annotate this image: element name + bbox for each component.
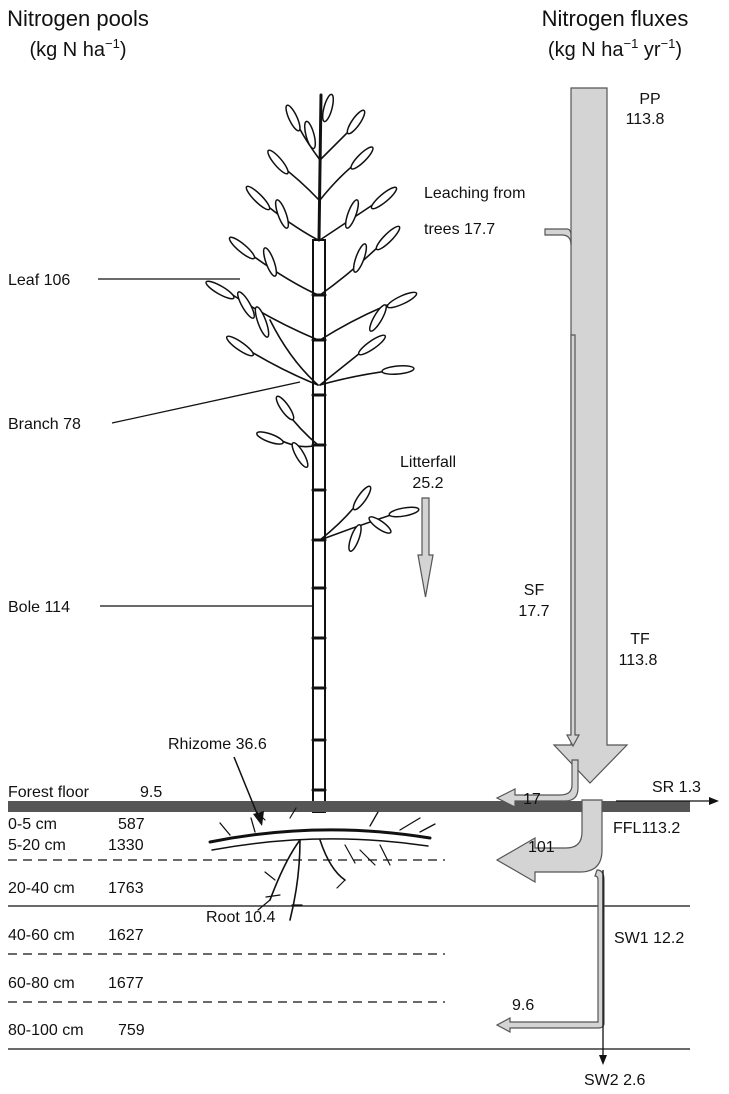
pp-label: PP (639, 91, 660, 108)
fluxes-title: Nitrogen fluxes (542, 6, 689, 31)
surface-runoff-arrowhead (709, 797, 719, 805)
precipitation-throughfall-arrow (552, 87, 629, 784)
bamboo-culm (311, 93, 327, 813)
tf-label: TF (630, 631, 650, 648)
bole-pool-label: Bole 114 (8, 599, 70, 616)
flux-arrows (417, 87, 719, 1065)
soil-layer-lines (8, 801, 690, 1050)
depth-80-100: 80-100 cm (8, 1022, 84, 1039)
depth-0-5: 0-5 cm (8, 816, 57, 833)
sw2-label: SW2 2.6 (584, 1072, 645, 1089)
depth-60-80: 60-80 cm (8, 975, 75, 992)
sf-label: SF (524, 582, 545, 599)
value-80-100: 759 (118, 1022, 145, 1039)
stemflow-arrow (565, 334, 581, 748)
deep-seepage-arrowhead (599, 1055, 607, 1065)
rhizome-pool-label: Rhizome 36.6 (168, 736, 267, 753)
forest-floor-depth: Forest floor (8, 784, 90, 801)
forest-floor-band (8, 801, 690, 812)
subsoil-uptake-value: 9.6 (512, 997, 534, 1014)
root-pool-label: Root 10.4 (206, 909, 275, 926)
depth-40-60: 40-60 cm (8, 927, 75, 944)
branch-pool-label: Branch 78 (8, 416, 81, 433)
value-60-80: 1677 (108, 975, 144, 992)
leaching-from-trees-arrow (544, 228, 572, 246)
bamboo-leaves (205, 93, 420, 552)
fluxes-unit: (kg N ha−1 yr−1) (548, 36, 682, 61)
bamboo-plant-illustration (205, 93, 420, 813)
leaf-pool-label: Leaf 106 (8, 272, 70, 289)
forest-floor-uptake-arrow (495, 759, 579, 808)
litterfall-value: 25.2 (412, 475, 443, 492)
litterfall-arrow (417, 497, 434, 598)
value-40-60: 1627 (108, 927, 144, 944)
sr-label: SR 1.3 (652, 779, 701, 796)
flux-labels: PP 113.8 Leaching from trees 17.7 Litter… (400, 91, 701, 1089)
pools-unit: (kg N ha−1) (29, 36, 126, 61)
tf-value: 113.8 (619, 652, 658, 669)
ffl-label: FFL113.2 (613, 820, 680, 837)
value-5-20: 1330 (108, 837, 144, 854)
topsoil-uptake-value: 101 (528, 839, 555, 856)
forest-floor-uptake-value: 17 (523, 791, 541, 808)
sf-value: 17.7 (518, 603, 549, 620)
leaching-label-line2: trees 17.7 (424, 221, 495, 238)
forest-floor-value: 9.5 (140, 784, 162, 801)
leaching-label-line1: Leaching from (424, 185, 525, 202)
sw1-label: SW1 12.2 (614, 930, 684, 947)
depth-5-20: 5-20 cm (8, 837, 66, 854)
value-0-5: 587 (118, 816, 145, 833)
rhizome-roots (208, 807, 436, 921)
pp-value: 113.8 (626, 111, 665, 128)
plant-pool-labels: Leaf 106 Branch 78 Bole 114 Rhizome 36.6… (8, 272, 312, 926)
rhizome (208, 828, 432, 844)
soil-pool-labels: Forest floor 9.5 0-5 cm 587 5-20 cm 1330… (8, 784, 162, 1039)
pools-title: Nitrogen pools (7, 6, 149, 31)
litterfall-label: Litterfall (400, 454, 456, 471)
depth-20-40: 20-40 cm (8, 880, 75, 897)
value-20-40: 1763 (108, 880, 144, 897)
topsoil-uptake-arrow (495, 799, 603, 884)
